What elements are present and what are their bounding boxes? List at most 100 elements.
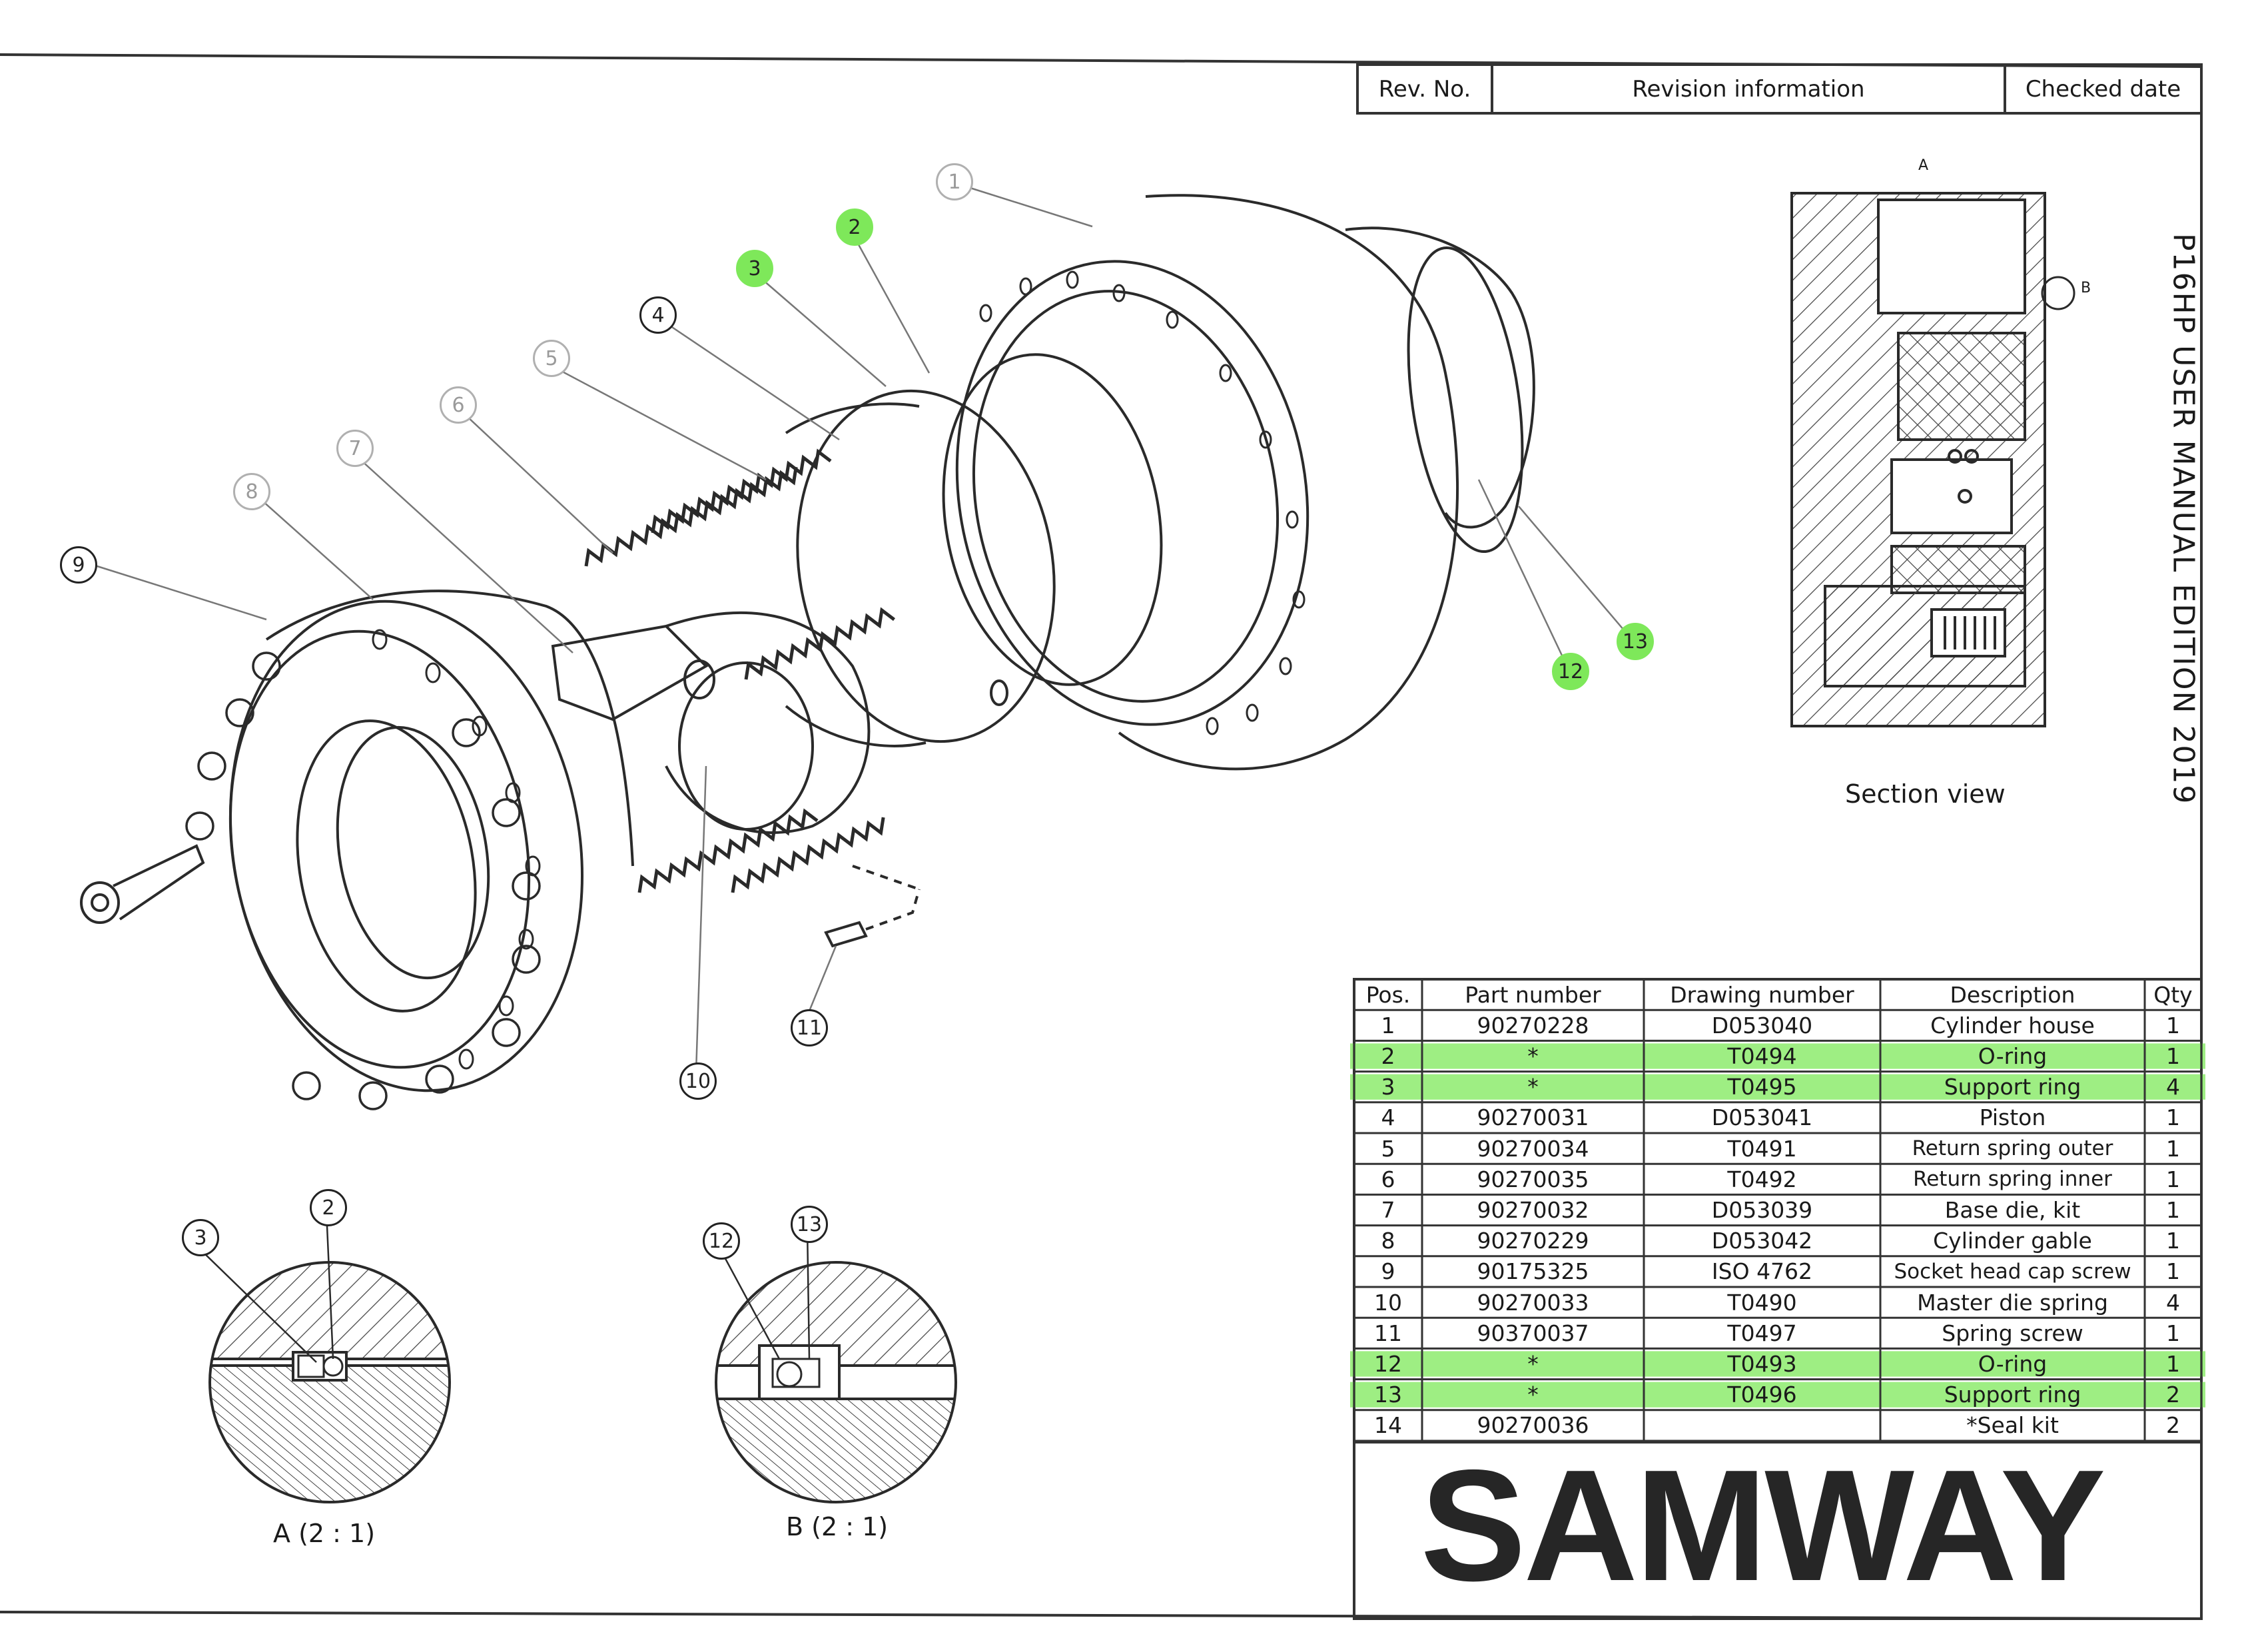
cylinder-house (942, 194, 1535, 771)
gable-holes (372, 629, 541, 1070)
cap-screws (185, 651, 541, 1110)
exploded-assembly (80, 185, 1633, 1110)
callout-5: 5 (533, 340, 570, 377)
parts-table-grid (1353, 978, 2203, 1442)
table-cell-part: 90270035 (1477, 1166, 1589, 1192)
header-qty: Qty (2153, 981, 2193, 1008)
callout-11: 11 (791, 1009, 828, 1046)
table-cell-drawing: D053040 (1711, 1012, 1813, 1038)
table-cell-qty: 1 (2166, 1166, 2180, 1192)
callout-12: 12 (1552, 653, 1589, 690)
table-cell-part: * (1527, 1350, 1539, 1377)
table-cell-qty: 1 (2166, 1228, 2180, 1254)
table-cell-drawing: D053041 (1711, 1104, 1813, 1131)
table-cell-pos: 1 (1381, 1012, 1395, 1038)
table-cell-part: 90270036 (1477, 1412, 1589, 1439)
header-drawing-number: Drawing number (1670, 981, 1854, 1008)
callout-1: 1 (936, 163, 973, 201)
table-cell-desc: Support ring (1944, 1074, 2081, 1100)
table-cell-desc: Cylinder gable (1933, 1228, 2092, 1254)
table-cell-pos: 14 (1374, 1412, 1402, 1439)
callout-number: 4 (651, 303, 665, 327)
callout-4: 4 (639, 296, 677, 334)
callout-number: 13 (796, 1212, 823, 1236)
table-cell-desc: Cylinder house (1930, 1012, 2095, 1038)
section-view-drawing (1790, 192, 2075, 727)
callout-number: 12 (1557, 659, 1584, 683)
table-cell-drawing: T0492 (1727, 1166, 1797, 1192)
table-cell-pos: 13 (1374, 1382, 1402, 1408)
detail-a-label: A (2 : 1) (273, 1519, 376, 1548)
detail-b-label: B (2 : 1) (786, 1512, 889, 1541)
table-cell-desc: Base die, kit (1944, 1196, 2081, 1223)
section-marker-b: B (2081, 280, 2091, 296)
callout-number: 12 (708, 1229, 735, 1253)
table-cell-qty: 1 (2166, 1135, 2180, 1162)
highlight-band (1350, 1382, 2205, 1408)
revision-info-header: Revision information (1632, 75, 1865, 103)
table-cell-drawing: T0491 (1727, 1135, 1797, 1162)
table-cell-desc: *Seal kit (1966, 1412, 2059, 1439)
callout-number: 2 (848, 215, 861, 239)
table-highlights (1350, 1043, 2205, 1408)
callout-13: 13 (791, 1206, 828, 1243)
table-cell-pos: 9 (1381, 1258, 1395, 1285)
callout-number: 8 (245, 480, 258, 504)
table-cell-desc: Piston (1979, 1104, 2046, 1131)
table-cell-desc: Socket head cap screw (1894, 1259, 2131, 1284)
callout-number: 1 (948, 170, 961, 194)
table-cell-drawing: T0490 (1727, 1289, 1797, 1316)
highlight-band (1350, 1043, 2205, 1069)
callout-number: 3 (194, 1226, 207, 1250)
callout-number: 11 (796, 1016, 823, 1040)
table-cell-qty: 1 (2166, 1350, 2180, 1377)
callout-7: 7 (336, 430, 374, 467)
table-cell-part: 90270031 (1477, 1104, 1589, 1131)
table-cell-pos: 6 (1381, 1166, 1395, 1192)
table-cell-qty: 1 (2166, 1320, 2180, 1346)
callout-3: 3 (182, 1219, 219, 1256)
highlight-band (1350, 1074, 2205, 1100)
table-cell-qty: 4 (2166, 1074, 2180, 1100)
callout-number: 6 (452, 393, 465, 417)
callout-number: 13 (1622, 629, 1649, 653)
table-cell-drawing: T0496 (1727, 1382, 1797, 1408)
callout-number: 9 (72, 553, 85, 577)
table-cell-pos: 5 (1381, 1135, 1395, 1162)
header-pos: Pos. (1365, 981, 1411, 1008)
table-cell-desc: Return spring inner (1913, 1167, 2112, 1192)
callout-number: 2 (322, 1196, 335, 1220)
table-cell-part: 90270228 (1477, 1012, 1589, 1038)
table-cell-desc: O-ring (1978, 1042, 2048, 1069)
table-cell-desc: Spring screw (1942, 1320, 2083, 1346)
cylinder-house-bolt-holes (979, 270, 1306, 735)
callout-6: 6 (440, 386, 477, 424)
callout-9: 9 (60, 546, 97, 584)
callout-number: 5 (545, 346, 558, 370)
cylinder-gable (228, 590, 634, 1092)
table-cell-part: 90270034 (1477, 1135, 1589, 1162)
callout-number: 3 (748, 256, 761, 280)
table-cell-qty: 2 (2166, 1412, 2180, 1439)
table-cell-pos: 2 (1381, 1042, 1395, 1069)
base-die-kit (551, 612, 871, 834)
highlight-band (1350, 1351, 2205, 1377)
piston (785, 389, 1056, 747)
table-cell-pos: 8 (1381, 1228, 1395, 1254)
detail-a-drawing (199, 1210, 451, 1503)
table-cell-pos: 10 (1374, 1289, 1402, 1316)
callout-13: 13 (1617, 623, 1654, 660)
table-cell-desc: Master die spring (1917, 1289, 2108, 1316)
table-cell-desc: O-ring (1978, 1350, 2048, 1377)
table-cell-part: 90175325 (1477, 1258, 1589, 1285)
table-cell-desc: Support ring (1944, 1382, 2081, 1408)
section-view-label: Section view (1845, 779, 2006, 809)
springs (584, 448, 896, 893)
table-cell-qty: 1 (2166, 1258, 2180, 1285)
header-description: Description (1950, 981, 2075, 1008)
callout-number: 10 (685, 1069, 711, 1093)
table-cell-part: 90270033 (1477, 1289, 1589, 1316)
manual-title: P16HP USER MANUAL EDITION 2019 (2166, 233, 2201, 805)
callout-2: 2 (310, 1189, 347, 1226)
